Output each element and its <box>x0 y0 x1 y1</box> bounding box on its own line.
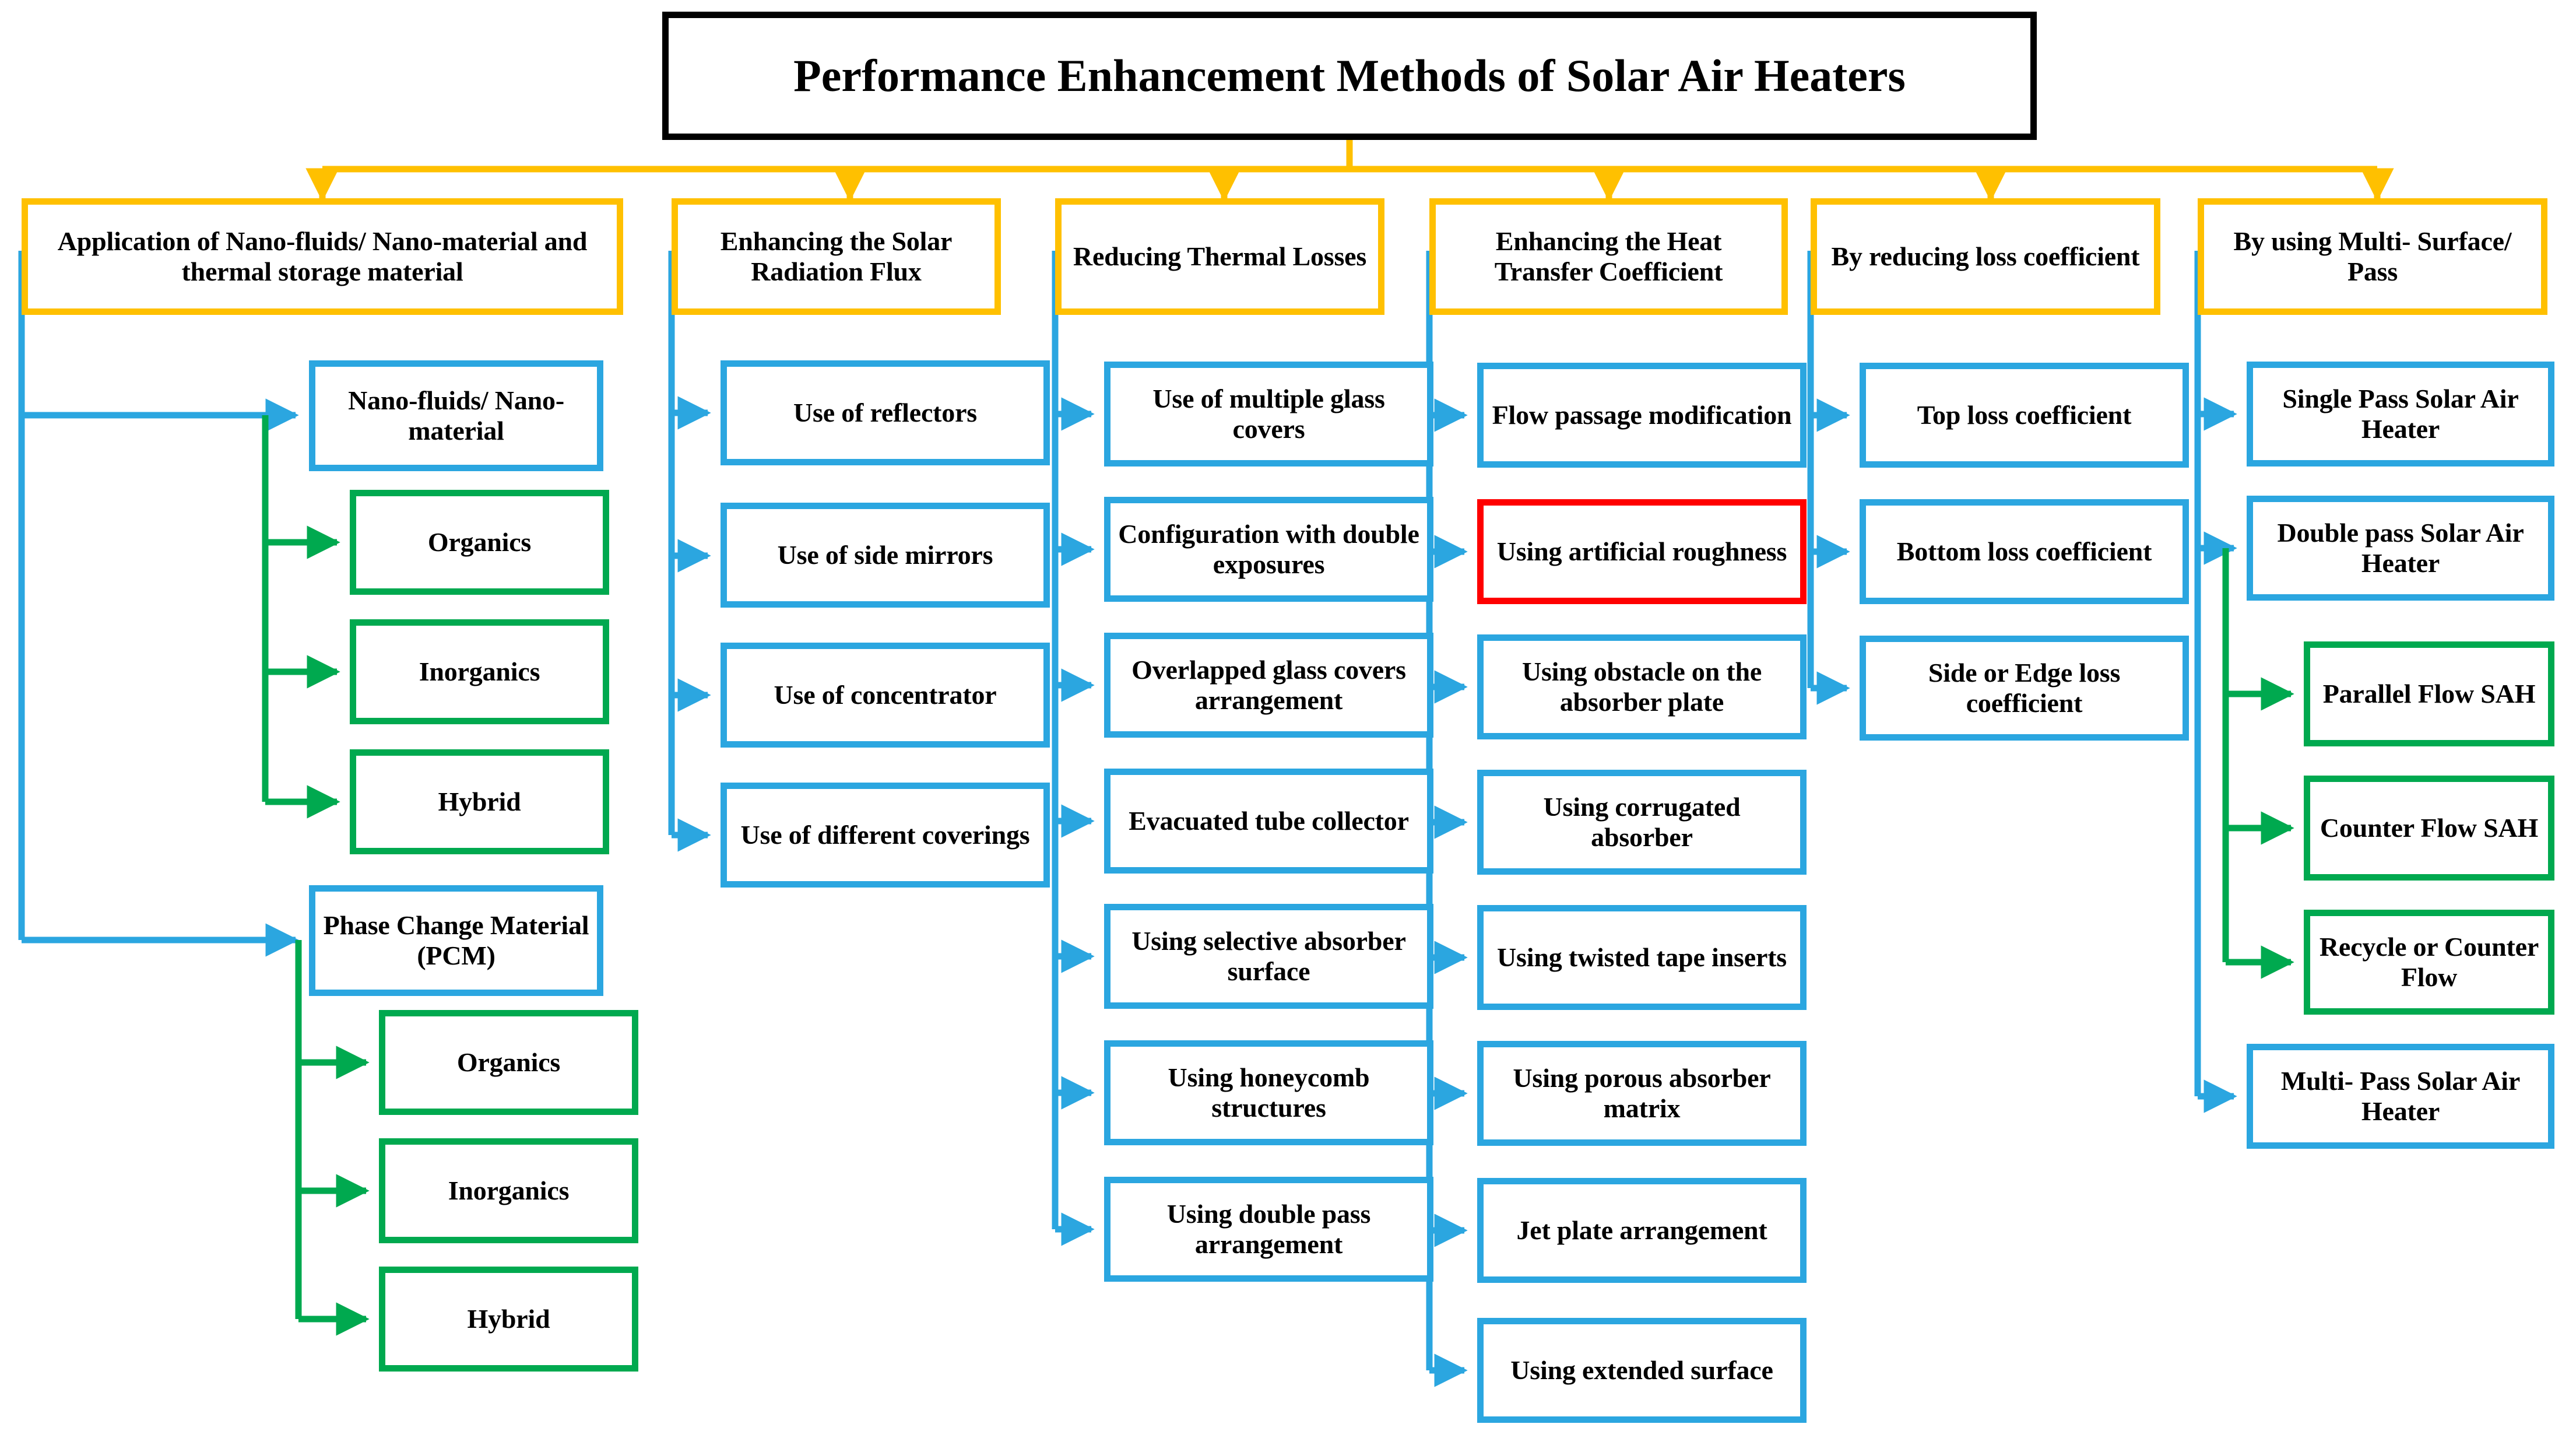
page-title: Performance Enhancement Methods of Solar… <box>662 12 2037 140</box>
node-overlapped-glass-covers-arrangement[interactable]: Overlapped glass covers arrangement <box>1104 633 1433 738</box>
node-recycle-or-counter-flow[interactable]: Recycle or Counter Flow <box>2304 910 2554 1015</box>
node-using-selective-absorber-surface[interactable]: Using selective absorber surface <box>1104 904 1433 1009</box>
node-flow-passage-modification[interactable]: Flow passage modification <box>1477 363 1807 468</box>
node-side-or-edge-loss-coefficient[interactable]: Side or Edge loss coefficient <box>1860 636 2189 741</box>
node-use-of-different-coverings[interactable]: Use of different coverings <box>721 783 1050 888</box>
node-use-of-multiple-glass-covers[interactable]: Use of multiple glass covers <box>1104 362 1433 467</box>
node-nano-organics[interactable]: Organics <box>350 490 609 595</box>
node-nano-hybrid[interactable]: Hybrid <box>350 749 609 854</box>
category-header-solar-radiation-flux[interactable]: Enhancing the Solar Radiation Flux <box>672 198 1001 315</box>
category-header-nano-fluids[interactable]: Application of Nano-fluids/ Nano-materia… <box>22 198 623 315</box>
node-using-honeycomb-structures[interactable]: Using honeycomb structures <box>1104 1040 1433 1145</box>
node-phase-change-material[interactable]: Phase Change Material (PCM) <box>309 885 603 996</box>
node-configuration-double-exposures[interactable]: Configuration with double exposures <box>1104 497 1433 602</box>
node-using-artificial-roughness[interactable]: Using artificial roughness <box>1477 499 1807 604</box>
node-pcm-organics[interactable]: Organics <box>379 1010 638 1115</box>
node-jet-plate-arrangement[interactable]: Jet plate arrangement <box>1477 1178 1807 1283</box>
category-header-heat-transfer-coefficient[interactable]: Enhancing the Heat Transfer Coefficient <box>1429 198 1788 315</box>
category-header-multi-surface-pass[interactable]: By using Multi- Surface/ Pass <box>2198 198 2547 315</box>
node-evacuated-tube-collector[interactable]: Evacuated tube collector <box>1104 769 1433 874</box>
node-nano-fluids-nano-material[interactable]: Nano-fluids/ Nano-material <box>309 360 603 471</box>
node-nano-inorganics[interactable]: Inorganics <box>350 619 609 724</box>
node-single-pass-solar-air-heater[interactable]: Single Pass Solar Air Heater <box>2247 362 2554 467</box>
category-header-thermal-losses[interactable]: Reducing Thermal Losses <box>1055 198 1384 315</box>
category-header-loss-coefficient[interactable]: By reducing loss coefficient <box>1811 198 2160 315</box>
node-using-obstacle-absorber-plate[interactable]: Using obstacle on the absorber plate <box>1477 634 1807 739</box>
node-use-of-concentrator[interactable]: Use of concentrator <box>721 643 1050 748</box>
node-pcm-inorganics[interactable]: Inorganics <box>379 1138 638 1243</box>
node-bottom-loss-coefficient[interactable]: Bottom loss coefficient <box>1860 499 2189 604</box>
node-using-extended-surface[interactable]: Using extended surface <box>1477 1318 1807 1423</box>
node-double-pass-solar-air-heater[interactable]: Double pass Solar Air Heater <box>2247 496 2554 601</box>
node-parallel-flow-sah[interactable]: Parallel Flow SAH <box>2304 641 2554 746</box>
node-using-twisted-tape-inserts[interactable]: Using twisted tape inserts <box>1477 905 1807 1010</box>
node-using-porous-absorber-matrix[interactable]: Using porous absorber matrix <box>1477 1041 1807 1146</box>
node-pcm-hybrid[interactable]: Hybrid <box>379 1267 638 1372</box>
node-multi-pass-solar-air-heater[interactable]: Multi- Pass Solar Air Heater <box>2247 1044 2554 1149</box>
node-using-double-pass-arrangement[interactable]: Using double pass arrangement <box>1104 1177 1433 1282</box>
node-use-of-side-mirrors[interactable]: Use of side mirrors <box>721 503 1050 608</box>
node-using-corrugated-absorber[interactable]: Using corrugated absorber <box>1477 770 1807 875</box>
node-counter-flow-sah[interactable]: Counter Flow SAH <box>2304 776 2554 881</box>
node-top-loss-coefficient[interactable]: Top loss coefficient <box>1860 363 2189 468</box>
node-use-of-reflectors[interactable]: Use of reflectors <box>721 360 1050 465</box>
